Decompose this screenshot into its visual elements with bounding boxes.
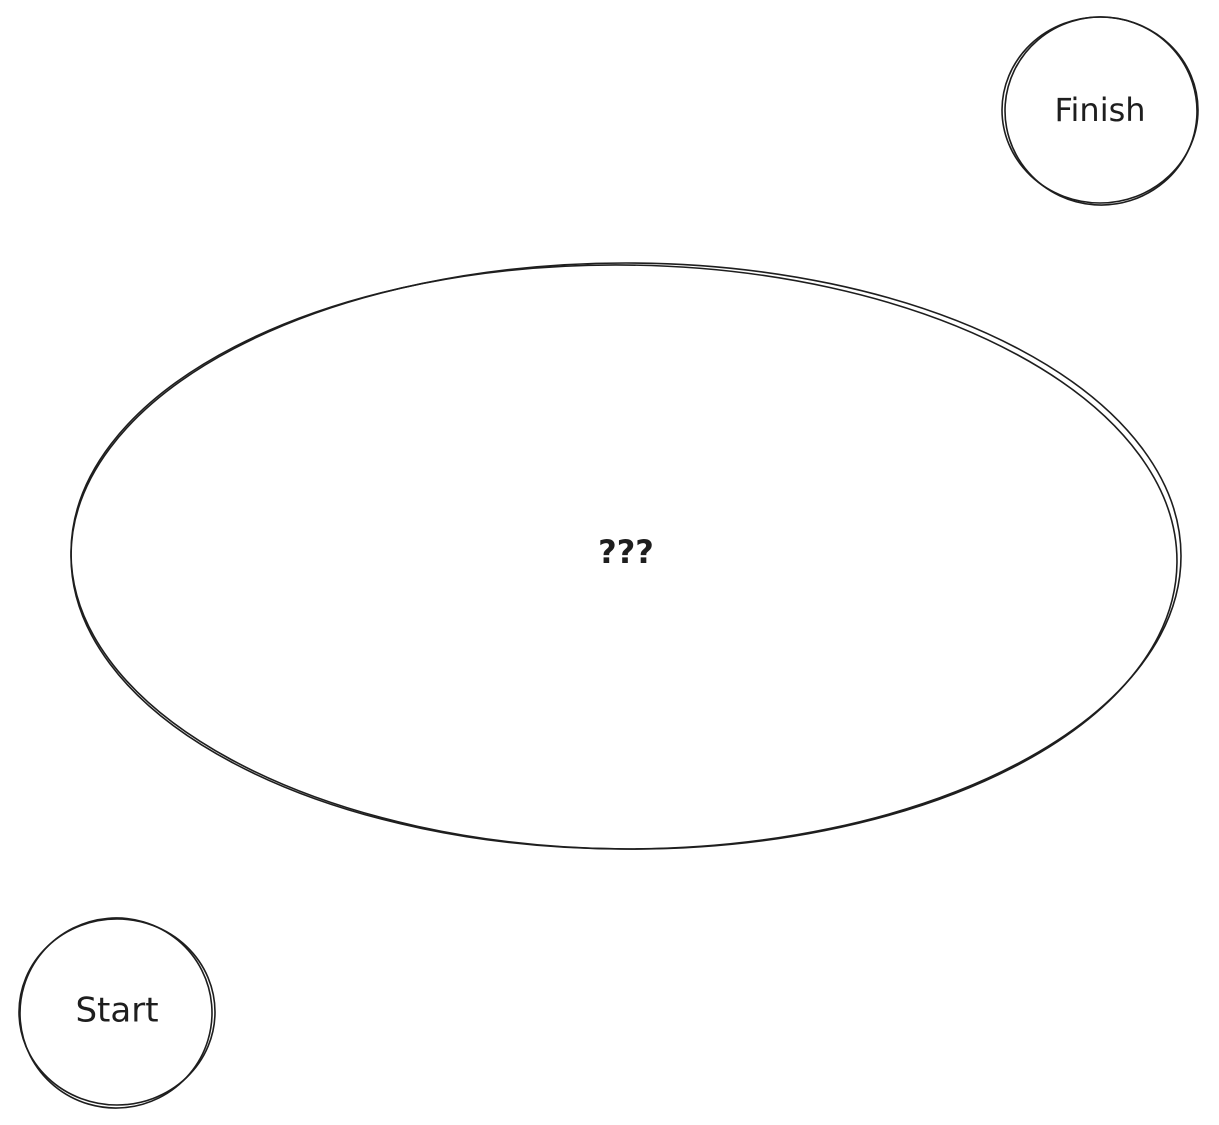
start-circle-sketch-stroke <box>19 917 213 1109</box>
unknown-node[interactable]: ??? <box>68 259 1182 855</box>
start-label: Start <box>75 991 158 1031</box>
start-node[interactable]: Start <box>12 910 220 1116</box>
unknown-ellipse-sketch-stroke <box>70 264 1178 850</box>
finish-node[interactable]: Finish <box>999 11 1204 212</box>
start-circle <box>18 918 216 1106</box>
unknown-label: ??? <box>598 533 654 571</box>
finish-label: Finish <box>1054 91 1145 129</box>
finish-circle-sketch-stroke <box>1004 16 1198 206</box>
